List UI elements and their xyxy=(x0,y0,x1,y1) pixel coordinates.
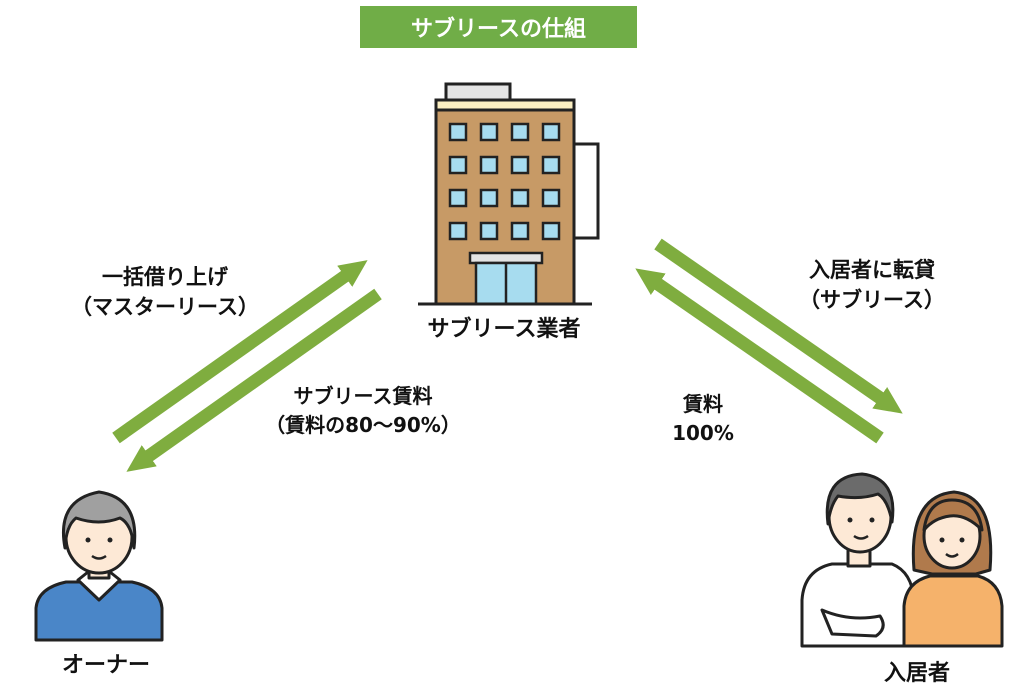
master-lease-label: 一括借り上げ （マスターリース） xyxy=(40,262,290,323)
owner-label: オーナー xyxy=(61,653,150,678)
tenant-label: 入居者 xyxy=(883,661,950,686)
master-lease-line1: 一括借り上げ xyxy=(102,265,228,289)
sublet-label: 入居者に転貸 （サブリース） xyxy=(772,255,972,316)
sublease-rent-label: サブリース賃料 （賃料の80～90%） xyxy=(238,382,488,440)
building-icon xyxy=(418,82,600,306)
arrow-company-to-tenant xyxy=(654,238,903,414)
sublet-line1: 入居者に転貸 xyxy=(809,258,935,282)
tenant-male-avatar-icon xyxy=(800,472,916,648)
arrow-company-to-owner xyxy=(126,288,382,472)
owner-avatar-icon xyxy=(34,490,164,642)
sublease-rent-line1: サブリース賃料 xyxy=(293,384,433,408)
tenant-female-avatar-icon xyxy=(902,490,1004,648)
arrow-tenant-to-company xyxy=(635,268,884,444)
diagram-title: サブリースの仕組 xyxy=(360,6,637,48)
sublet-line2: （サブリース） xyxy=(799,288,945,313)
arrow-owner-to-company xyxy=(112,260,368,444)
sublease-rent-line2: （賃料の80～90%） xyxy=(265,413,461,437)
rent-line2: 100% xyxy=(672,421,734,445)
rent-line1: 賃料 xyxy=(683,392,723,416)
master-lease-line2: （マスターリース） xyxy=(71,295,259,320)
company-label: サブリース業者 xyxy=(427,317,581,342)
rent-label: 賃料 100% xyxy=(648,390,758,448)
